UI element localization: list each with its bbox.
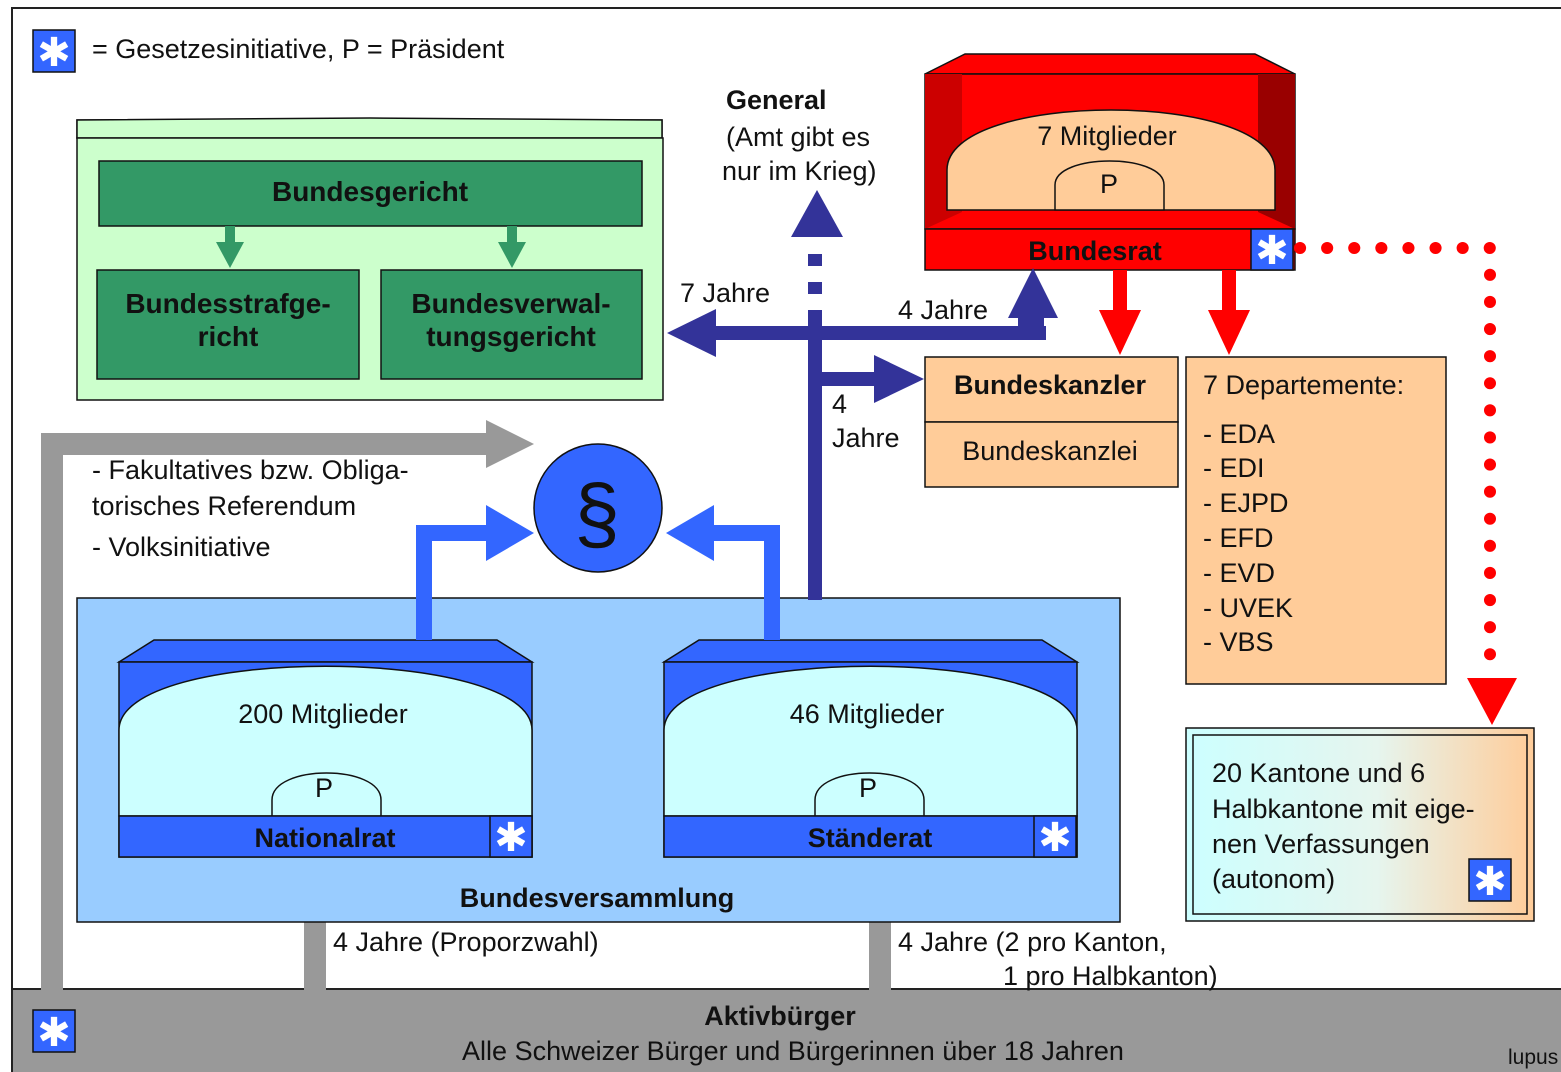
general-title: General: [726, 85, 827, 115]
buerger-initiative-star-icon: ✱: [32, 1009, 76, 1055]
legend-text: = Gesetzesinitiative, P = Präsident: [92, 34, 505, 64]
staenderat-members: 46 Mitglieder: [790, 699, 945, 729]
navy-trunk-base: [808, 560, 822, 600]
departemente-title: 7 Departemente:: [1203, 370, 1404, 400]
law-symbol: §: [533, 443, 663, 573]
bundeskanzler-title: Bundeskanzler: [954, 370, 1147, 400]
bundesversammlung-label: Bundesversammlung: [460, 883, 735, 913]
bundesrat-kantone-dotted-line: [1294, 242, 1517, 725]
svg-text:✱: ✱: [37, 31, 71, 75]
kantone-box: 20 Kantone und 6 Halbkantone mit eige- n…: [1185, 727, 1535, 922]
bundesrat-initiative-star-icon: ✱: [1250, 228, 1294, 273]
bundesgericht-label: Bundesgericht: [272, 176, 468, 207]
referendum-line1: - Fakultatives bzw. Obliga-: [92, 455, 409, 485]
bundesstrafgericht-line2: richt: [198, 321, 259, 352]
general-line1: (Amt gibt es: [726, 122, 870, 152]
staenderat-name: Ständerat: [808, 823, 933, 853]
credit-label: lupus: [1508, 1046, 1558, 1069]
general-arrowhead: [791, 190, 843, 237]
kanzler-arrowhead: [874, 355, 924, 403]
court-building: Bundesgericht Bundesstrafge- richt Bunde…: [76, 117, 664, 401]
bundesversammlung: Bundesversammlung 200 Mitglieder P Natio…: [76, 597, 1121, 923]
departement-item: - EJPD: [1203, 488, 1289, 518]
bundesgericht-box: [98, 160, 643, 227]
bundesrat-arrowhead: [1008, 268, 1058, 318]
kantone-initiative-star-icon: ✱: [1468, 858, 1512, 904]
term-kanzler-num: 4: [832, 389, 847, 419]
kantone-line4: (autonom): [1212, 864, 1335, 894]
term-bundesrat: 4 Jahre: [898, 295, 988, 325]
departement-item: - EDI: [1203, 453, 1265, 483]
legislation-arrows: [416, 505, 780, 640]
departement-item: - UVEK: [1203, 593, 1293, 623]
buerger-subtitle: Alle Schweizer Bürger und Bürgerinnen üb…: [462, 1036, 1124, 1066]
kantone-line1: 20 Kantone und 6: [1212, 758, 1425, 788]
bundesrat-members: 7 Mitglieder: [1037, 121, 1177, 151]
svg-text:✱: ✱: [494, 816, 528, 860]
departemente-box: 7 Departemente: - EDA - EDI - EJPD - EFD…: [1185, 356, 1447, 685]
bundesstrafgericht-box: [96, 269, 360, 380]
bundesrat-building: 7 Mitglieder P Bundesrat ✱: [924, 53, 1296, 273]
bundesverwaltungsgericht-line2: tungsgericht: [426, 321, 596, 352]
kantone-line2: Halbkantone mit eige-: [1212, 794, 1475, 824]
departement-item: - EFD: [1203, 523, 1274, 553]
general-line2: nur im Krieg): [722, 156, 877, 186]
departement-item: - VBS: [1203, 627, 1274, 657]
nationalrat-building: 200 Mitglieder P Nationalrat ✱: [116, 639, 535, 860]
departement-item: - EVD: [1203, 558, 1275, 588]
term-staenderat-line1: 4 Jahre (2 pro Kanton,: [898, 927, 1167, 957]
bundesrat-president-seat: [1054, 160, 1165, 211]
navy-election-arrows: [667, 190, 1058, 598]
nationalrat-name: Nationalrat: [254, 823, 395, 853]
legend: ✱ = Gesetzesinitiative, P = Präsident: [32, 29, 505, 75]
nationalrat-president: P: [315, 773, 333, 803]
svg-text:✱: ✱: [1255, 229, 1289, 273]
svg-text:✱: ✱: [1038, 816, 1072, 860]
svg-text:✱: ✱: [1473, 860, 1507, 904]
legend-star-icon: ✱: [32, 29, 76, 75]
staenderat-president: P: [859, 773, 877, 803]
bundeskanzlei-label: Bundeskanzlei: [962, 436, 1138, 466]
general-label: General (Amt gibt es nur im Krieg): [722, 85, 877, 186]
buerger-title: Aktivbürger: [704, 1001, 856, 1031]
staenderat-initiative-star-icon: ✱: [1033, 815, 1077, 860]
term-nationalrat: 4 Jahre (Proporzwahl): [333, 927, 599, 957]
nationalrat-president-seat: [271, 772, 382, 817]
paragraph-icon: §: [574, 468, 620, 559]
bundesrat-name: Bundesrat: [1028, 236, 1162, 266]
gericht-arrowhead: [667, 309, 716, 357]
bundesrat-president: P: [1100, 169, 1118, 199]
staenderat-president-seat: [814, 772, 925, 817]
term-staenderat-line2: 1 pro Halbkanton): [1003, 961, 1218, 991]
nationalrat-initiative-star-icon: ✱: [489, 815, 533, 860]
svg-text:✱: ✱: [37, 1011, 71, 1055]
referendum-line3: - Volksinitiative: [92, 532, 271, 562]
bundesverwaltungsgericht-box: [380, 269, 643, 380]
term-kanzler-unit: Jahre: [832, 423, 900, 453]
kantone-line3: nen Verfassungen: [1212, 829, 1430, 859]
bundesrat-red-arrows: [1099, 270, 1250, 355]
bundeskanzler-box: Bundeskanzler Bundeskanzlei: [924, 356, 1179, 488]
staenderat-building: 46 Mitglieder P Ständerat ✱: [661, 639, 1080, 860]
term-gericht: 7 Jahre: [680, 278, 770, 308]
bundesverwaltungsgericht-line1: Bundesverwal-: [411, 288, 610, 319]
court-internal-arrows: [216, 226, 526, 268]
referendum-line2: torisches Referendum: [92, 491, 356, 521]
nationalrat-members: 200 Mitglieder: [238, 699, 408, 729]
aktivbuerger-bar: ✱ Aktivbürger Alle Schweizer Bürger und …: [11, 988, 1561, 1072]
departement-item: - EDA: [1203, 419, 1275, 449]
bundesstrafgericht-line1: Bundesstrafge-: [125, 288, 330, 319]
